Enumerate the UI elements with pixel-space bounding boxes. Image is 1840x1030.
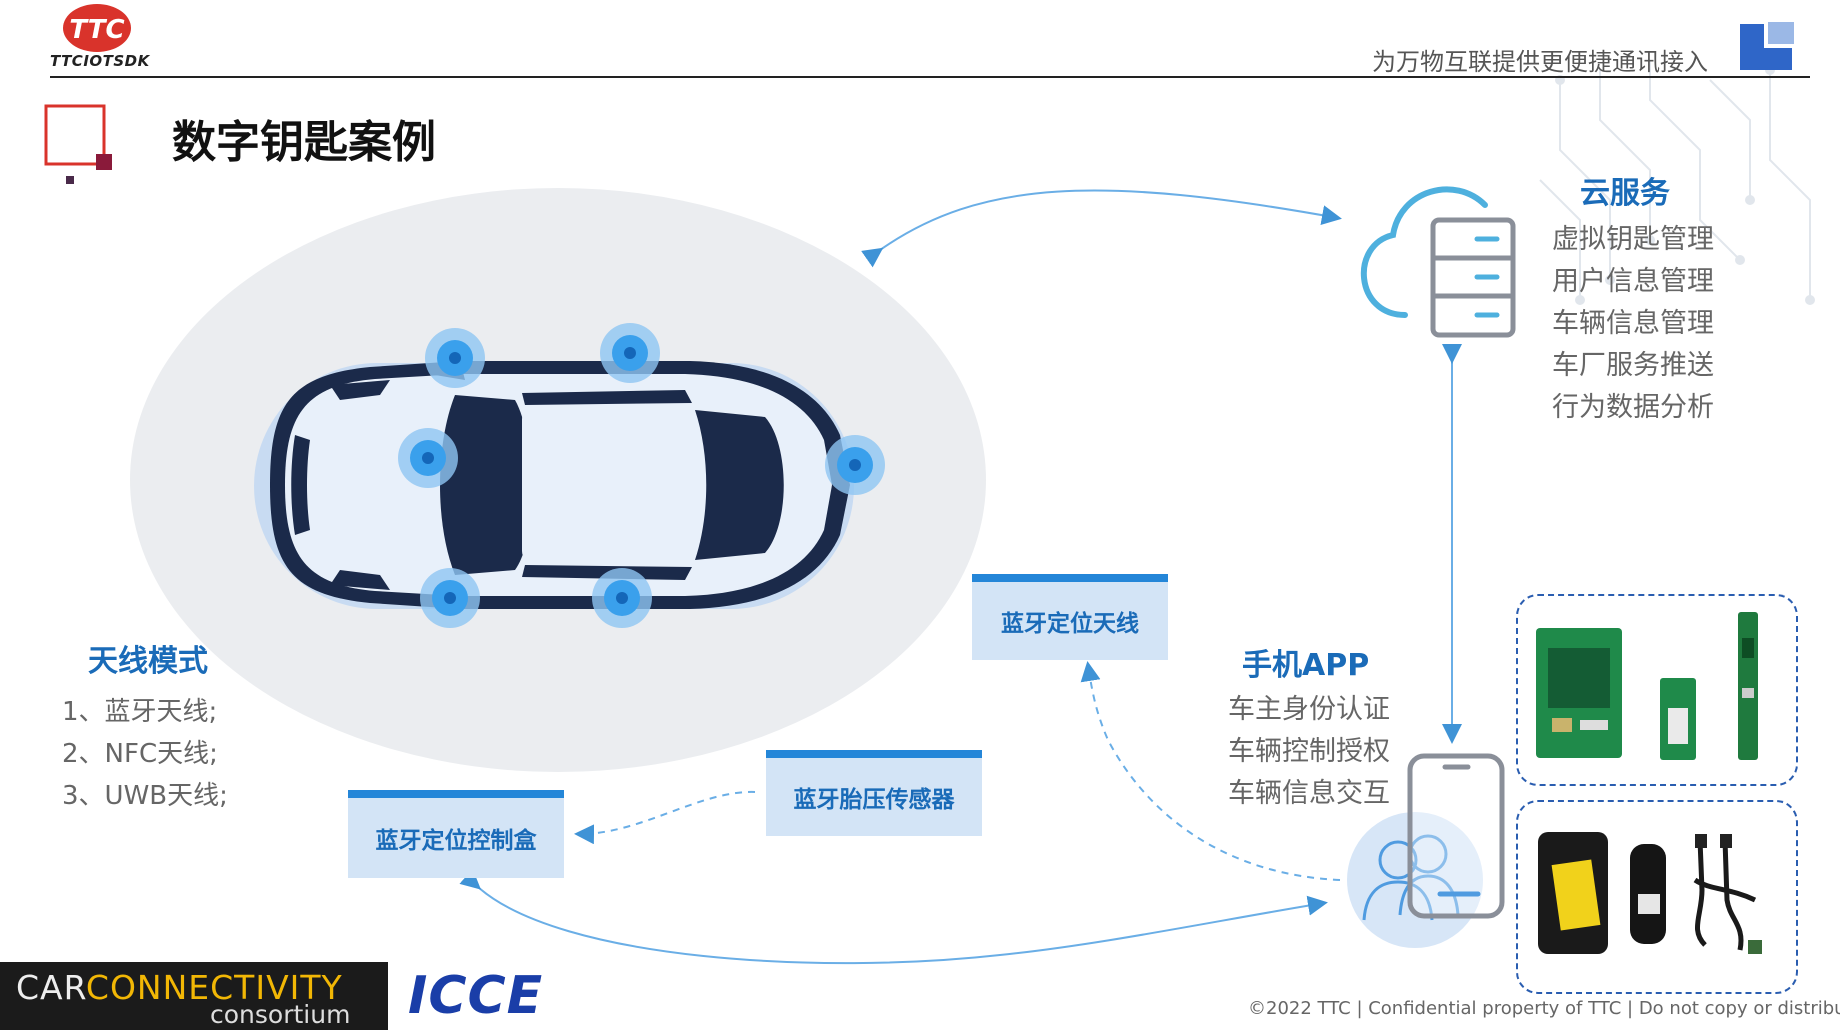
footer-copyright: ©2022 TTC | Confidential property of TTC…	[1248, 998, 1840, 1019]
ble-antenna-label: 蓝牙定位天线	[972, 574, 1168, 660]
list-item: 车厂服务推送	[1552, 345, 1714, 387]
sensor-devices-image	[1530, 820, 1780, 970]
list-item: 虚拟钥匙管理	[1552, 219, 1714, 261]
list-item: 行为数据分析	[1552, 387, 1714, 429]
list-item: 2、NFC天线;	[62, 733, 228, 775]
user-phone-icon	[1340, 750, 1512, 950]
antenna-boards-image	[1530, 608, 1780, 768]
phone-controller-arrow	[478, 887, 1324, 963]
cloud-list: 虚拟钥匙管理 用户信息管理 车辆信息管理 车厂服务推送 行为数据分析	[1552, 219, 1714, 429]
ble-controller-label: 蓝牙定位控制盒	[348, 790, 564, 878]
list-item: 用户信息管理	[1552, 261, 1714, 303]
antenna-list: 1、蓝牙天线; 2、NFC天线; 3、UWB天线;	[62, 691, 228, 817]
app-title: 手机APP	[1242, 640, 1369, 684]
antenna-title: 天线模式	[88, 636, 208, 680]
ccc-logo-subtext: consortium	[210, 1000, 350, 1029]
tpms-label: 蓝牙胎压传感器	[766, 750, 982, 836]
list-item: 车辆信息管理	[1552, 303, 1714, 345]
list-item: 3、UWB天线;	[62, 775, 228, 817]
cloud-title: 云服务	[1580, 168, 1670, 212]
cloud-car-arrow	[880, 190, 1338, 250]
icce-logo: ICCE	[408, 966, 543, 1026]
cloud-server-icon	[1345, 165, 1520, 345]
list-item: 1、蓝牙天线;	[62, 691, 228, 733]
tpms-controller-arrow	[578, 792, 755, 834]
list-item: 车主身份认证	[1228, 689, 1390, 731]
